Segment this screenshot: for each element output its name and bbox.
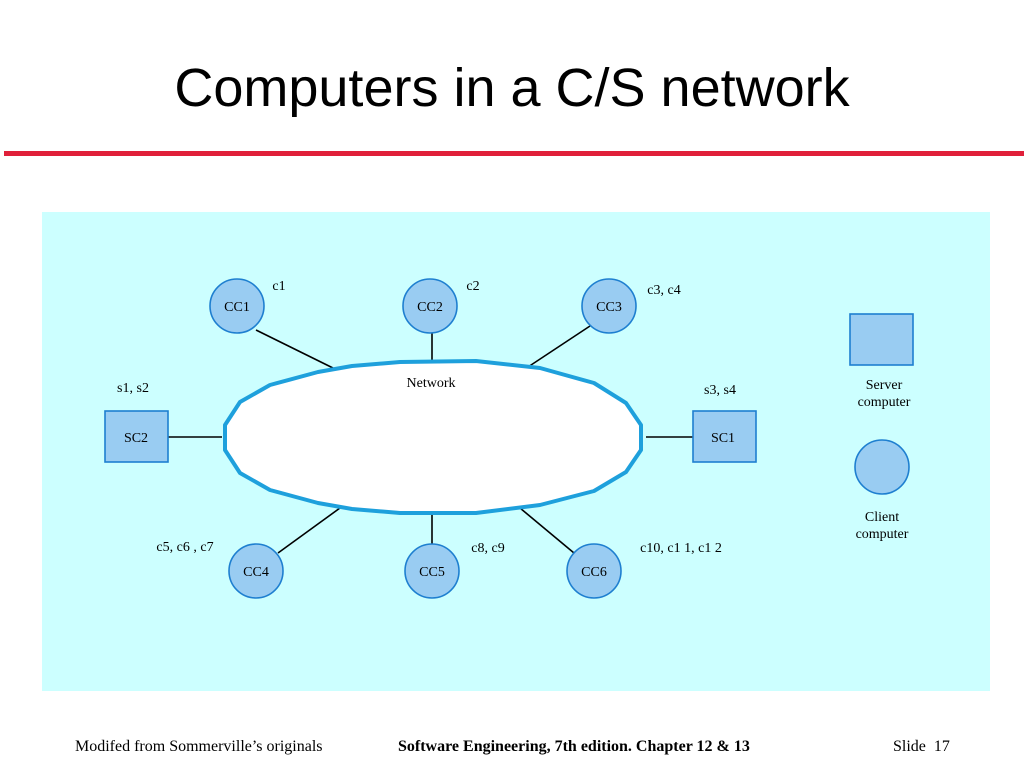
- client-cc5: CC5: [404, 543, 460, 599]
- cc2-components: c2: [466, 279, 479, 294]
- footer-slide-number: Slide 17: [893, 738, 950, 756]
- network-label: Network: [407, 376, 456, 391]
- legend-server-line1: Server: [866, 378, 903, 393]
- cc3-label: CC3: [596, 300, 622, 315]
- cc2-label: CC2: [417, 300, 443, 315]
- server-sc1: SC1: [692, 410, 757, 463]
- client-cc4: CC4: [228, 543, 284, 599]
- cc6-components: c10, c1 1, c1 2: [640, 541, 722, 556]
- client-cc3: CC3: [581, 278, 637, 334]
- connector-cc1: [255, 329, 334, 369]
- legend-client-symbol: [854, 439, 910, 495]
- cc4-components: c5, c6 , c7: [156, 540, 213, 555]
- cc1-components: c1: [272, 279, 285, 294]
- server-sc2: SC2: [104, 410, 169, 463]
- network-ellipse: [223, 359, 643, 515]
- legend-server-symbol: [849, 313, 914, 366]
- sc1-components: s3, s4: [704, 383, 736, 398]
- client-cc6: CC6: [566, 543, 622, 599]
- legend-client-line2: computer: [856, 527, 909, 542]
- title-divider: [4, 151, 1024, 156]
- sc2-components: s1, s2: [117, 381, 149, 396]
- connector-cc6: [519, 507, 575, 554]
- footer-book-title: Software Engineering, 7th edition. Chapt…: [398, 738, 750, 755]
- cc5-components: c8, c9: [471, 541, 504, 556]
- sc2-label: SC2: [124, 431, 148, 446]
- legend-server-line2: computer: [858, 395, 911, 410]
- connectors: [168, 325, 693, 554]
- cc6-label: CC6: [581, 565, 607, 580]
- cc3-components: c3, c4: [647, 283, 680, 298]
- legend-client-line1: Client: [865, 510, 899, 525]
- connector-cc4: [277, 507, 341, 554]
- cc4-label: CC4: [243, 565, 269, 580]
- legend: Server computer Client computer: [849, 313, 914, 542]
- slide-title: Computers in a C/S network: [174, 58, 850, 118]
- slide-number: 17: [933, 738, 950, 755]
- cc5-label: CC5: [419, 565, 445, 580]
- connector-cc3: [527, 325, 591, 368]
- slide-label: Slide: [893, 738, 926, 755]
- cc1-label: CC1: [224, 300, 250, 315]
- client-cc1: CC1: [209, 278, 265, 334]
- sc1-label: SC1: [711, 431, 735, 446]
- footer-attribution: Modifed from Sommerville’s originals: [75, 738, 323, 755]
- client-cc2: CC2: [402, 278, 458, 334]
